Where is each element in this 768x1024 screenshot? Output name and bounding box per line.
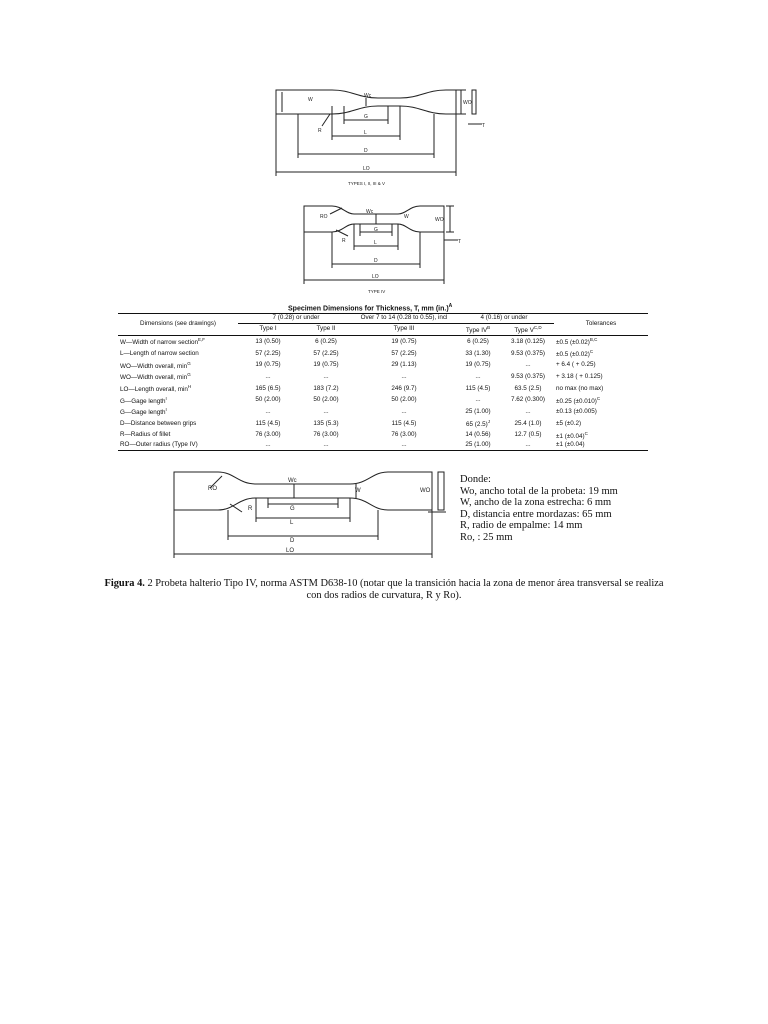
label-wo: WO xyxy=(463,100,472,106)
header-group-4: 4 (0.16) or under xyxy=(454,313,554,324)
label-g: G xyxy=(364,114,368,120)
label-wo: WO xyxy=(420,488,431,494)
table-title-text: Specimen Dimensions for Thickness, T, mm… xyxy=(288,305,449,313)
label-wc: Wc xyxy=(366,209,374,215)
type-header-row: Type I Type II Type III Type IVB Type VC… xyxy=(118,322,648,336)
label-w: W xyxy=(355,488,361,494)
label-wc: Wc xyxy=(364,93,372,99)
figure-caption-text: 2 Probeta halterio Tipo IV, norma ASTM D… xyxy=(144,578,664,601)
figure-caption: Figura 4. 2 Probeta halterio Tipo IV, no… xyxy=(104,578,664,602)
table-title: Specimen Dimensions for Thickness, T, mm… xyxy=(288,303,452,312)
table-row: R—Radius of fillet 76 (3.00)76 (3.00)76 … xyxy=(120,430,588,440)
specimen-drawing-type-iv-detail: RO Wc W WO R G L D LO xyxy=(173,471,446,558)
specimen-drawing-type-i-ii-iii-v: W Wc WO T R G L D LO TYPES I, II, III & … xyxy=(275,89,485,186)
table-row: G—Gage lengthI ......... 25 (1.00)... ±0… xyxy=(120,407,597,417)
note-line: W, ancho de la zona estrecha: 6 mm xyxy=(460,497,612,509)
label-lo: LO xyxy=(286,548,294,554)
label-ro: RO xyxy=(320,214,328,220)
drawing-caption-type-iv: TYPE IV xyxy=(368,289,385,294)
specimen-drawing-type-iv: RO Wc W WO T R G L D LO TYPE IV xyxy=(303,205,461,294)
note-line: Wo, ancho total de la probeta: 19 mm xyxy=(460,485,618,497)
label-d: D xyxy=(290,538,295,544)
note-line: R, radio de empalme: 14 mm xyxy=(460,520,583,532)
header-type-i: Type I xyxy=(238,322,298,336)
table-row: D—Distance between grips 115 (4.5)135 (5… xyxy=(120,419,582,429)
dimension-notes: Donde: Wo, ancho total de la probeta: 19… xyxy=(460,474,618,544)
table-row: L—Length of narrow section 57 (2.25)57 (… xyxy=(120,348,594,359)
label-ro: RO xyxy=(208,486,217,492)
label-d: D xyxy=(364,148,368,154)
table-row: WO—Width overall, minG 19 (0.75)19 (0.75… xyxy=(120,360,596,370)
header-type-iii: Type III xyxy=(354,322,454,336)
header-group-7: 7 (0.28) or under xyxy=(238,313,354,324)
label-wc: Wc xyxy=(288,478,297,484)
header-group-7-14: Over 7 to 14 (0.28 to 0.55), incl xyxy=(354,313,454,324)
label-w: W xyxy=(404,214,409,220)
label-w: W xyxy=(308,97,313,103)
label-t: T xyxy=(458,239,461,245)
table-title-sup: A xyxy=(448,303,453,309)
header-type-ii: Type II xyxy=(298,322,354,336)
label-d: D xyxy=(374,258,378,264)
label-l: L xyxy=(364,130,367,136)
label-r: R xyxy=(318,128,322,134)
header-type-v: Type VC,D xyxy=(502,322,554,336)
label-g: G xyxy=(374,227,378,233)
label-t: T xyxy=(482,123,485,129)
note-line: Ro, : 25 mm xyxy=(460,531,513,543)
drawing-caption-types: TYPES I, II, III & V xyxy=(348,181,385,186)
figure-caption-label: Figura 4. xyxy=(104,578,145,589)
label-wo: WO xyxy=(435,217,444,223)
header-type-iv: Type IVB xyxy=(454,322,502,336)
table-row: G—Gage lengthI 50 (2.00)50 (2.00)50 (2.0… xyxy=(120,395,601,405)
table-row: WO—Width overall, minG ......... ...9.53… xyxy=(120,372,603,382)
label-l: L xyxy=(374,240,377,246)
table-row: RO—Outer radius (Type IV) ......... 25 (… xyxy=(118,441,648,452)
table-row: LO—Length overall, minH 165 (6.5)183 (7.… xyxy=(120,384,604,394)
label-lo: LO xyxy=(372,274,379,280)
label-l: L xyxy=(290,520,294,526)
label-r: R xyxy=(342,238,346,244)
label-g: G xyxy=(290,506,295,512)
label-lo: LO xyxy=(363,166,370,172)
notes-heading: Donde: xyxy=(460,474,491,485)
note-line: D, distancia entre mordazas: 65 mm xyxy=(460,508,612,520)
label-r: R xyxy=(248,506,253,512)
header-tolerances: Tolerances xyxy=(554,312,648,336)
table-row: W—Width of narrow sectionE,F 13 (0.50)6 … xyxy=(118,335,648,348)
header-dimensions: Dimensions (see drawings) xyxy=(118,312,238,336)
specimen-dimensions-table: Dimensions (see drawings) 7 (0.28) or un… xyxy=(118,312,648,452)
